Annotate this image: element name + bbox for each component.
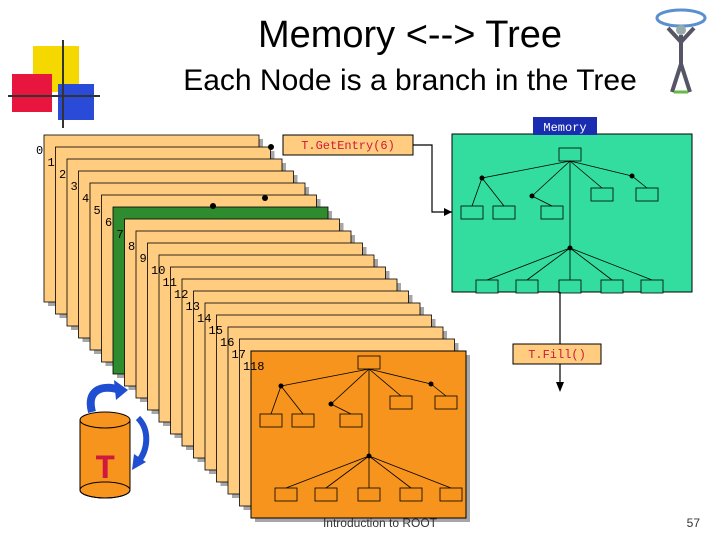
entry-number-front: 18 — [250, 360, 264, 374]
get-entry-arrowhead — [444, 208, 452, 216]
logo-red-square — [12, 74, 52, 112]
entry-number: 6 — [105, 216, 112, 230]
fill-arrowhead — [556, 382, 564, 392]
atlas-figure-icon — [655, 8, 707, 94]
entry-number: 2 — [59, 168, 66, 182]
fill-call-box — [512, 343, 602, 365]
entry-number: 8 — [128, 240, 135, 254]
footer-text: Introduction to ROOT — [322, 516, 438, 530]
memory-label-box — [533, 117, 597, 135]
highlight-dot — [210, 203, 216, 209]
get-entry-call-label: T.GetEntry(6) — [301, 139, 395, 153]
memory-label: Memory — [543, 121, 586, 135]
entry-number: 10 — [151, 264, 165, 278]
entry-number: 5 — [94, 204, 101, 218]
tape-label: T — [95, 451, 115, 489]
page-subtitle: Each Node is a branch in the Tree — [183, 64, 637, 97]
entry-number: 3 — [71, 180, 78, 194]
write-arrow — [135, 415, 150, 464]
entry-number: 14 — [197, 312, 211, 326]
read-arrowhead — [114, 380, 128, 400]
entry-number: 4 — [82, 192, 89, 206]
entry-number: 9 — [140, 252, 147, 266]
logo-vertical-line — [62, 40, 64, 128]
entry-number: 15 — [209, 324, 223, 338]
entry-number: 17 — [232, 348, 246, 362]
entry-number: 13 — [186, 300, 200, 314]
logo-blue-square — [58, 84, 94, 120]
write-arrowhead — [132, 454, 146, 470]
entry-number: 16 — [220, 336, 234, 350]
entry-number: 7 — [117, 228, 124, 242]
entry-number: 0 — [36, 144, 43, 158]
fill-call-label: T.Fill() — [528, 348, 586, 362]
logo-horizontal-line — [8, 95, 100, 97]
entry-number: 11 — [163, 276, 177, 290]
front-tree — [259, 355, 463, 502]
page-title: Memory <--> Tree — [257, 14, 563, 56]
page-number: 57 — [686, 516, 700, 530]
memory-tree — [460, 147, 664, 294]
entry-number: 1 — [48, 156, 55, 170]
tape-cylinder — [79, 411, 131, 499]
entry-number: 12 — [174, 288, 188, 302]
get-entry-arrow — [413, 144, 452, 213]
